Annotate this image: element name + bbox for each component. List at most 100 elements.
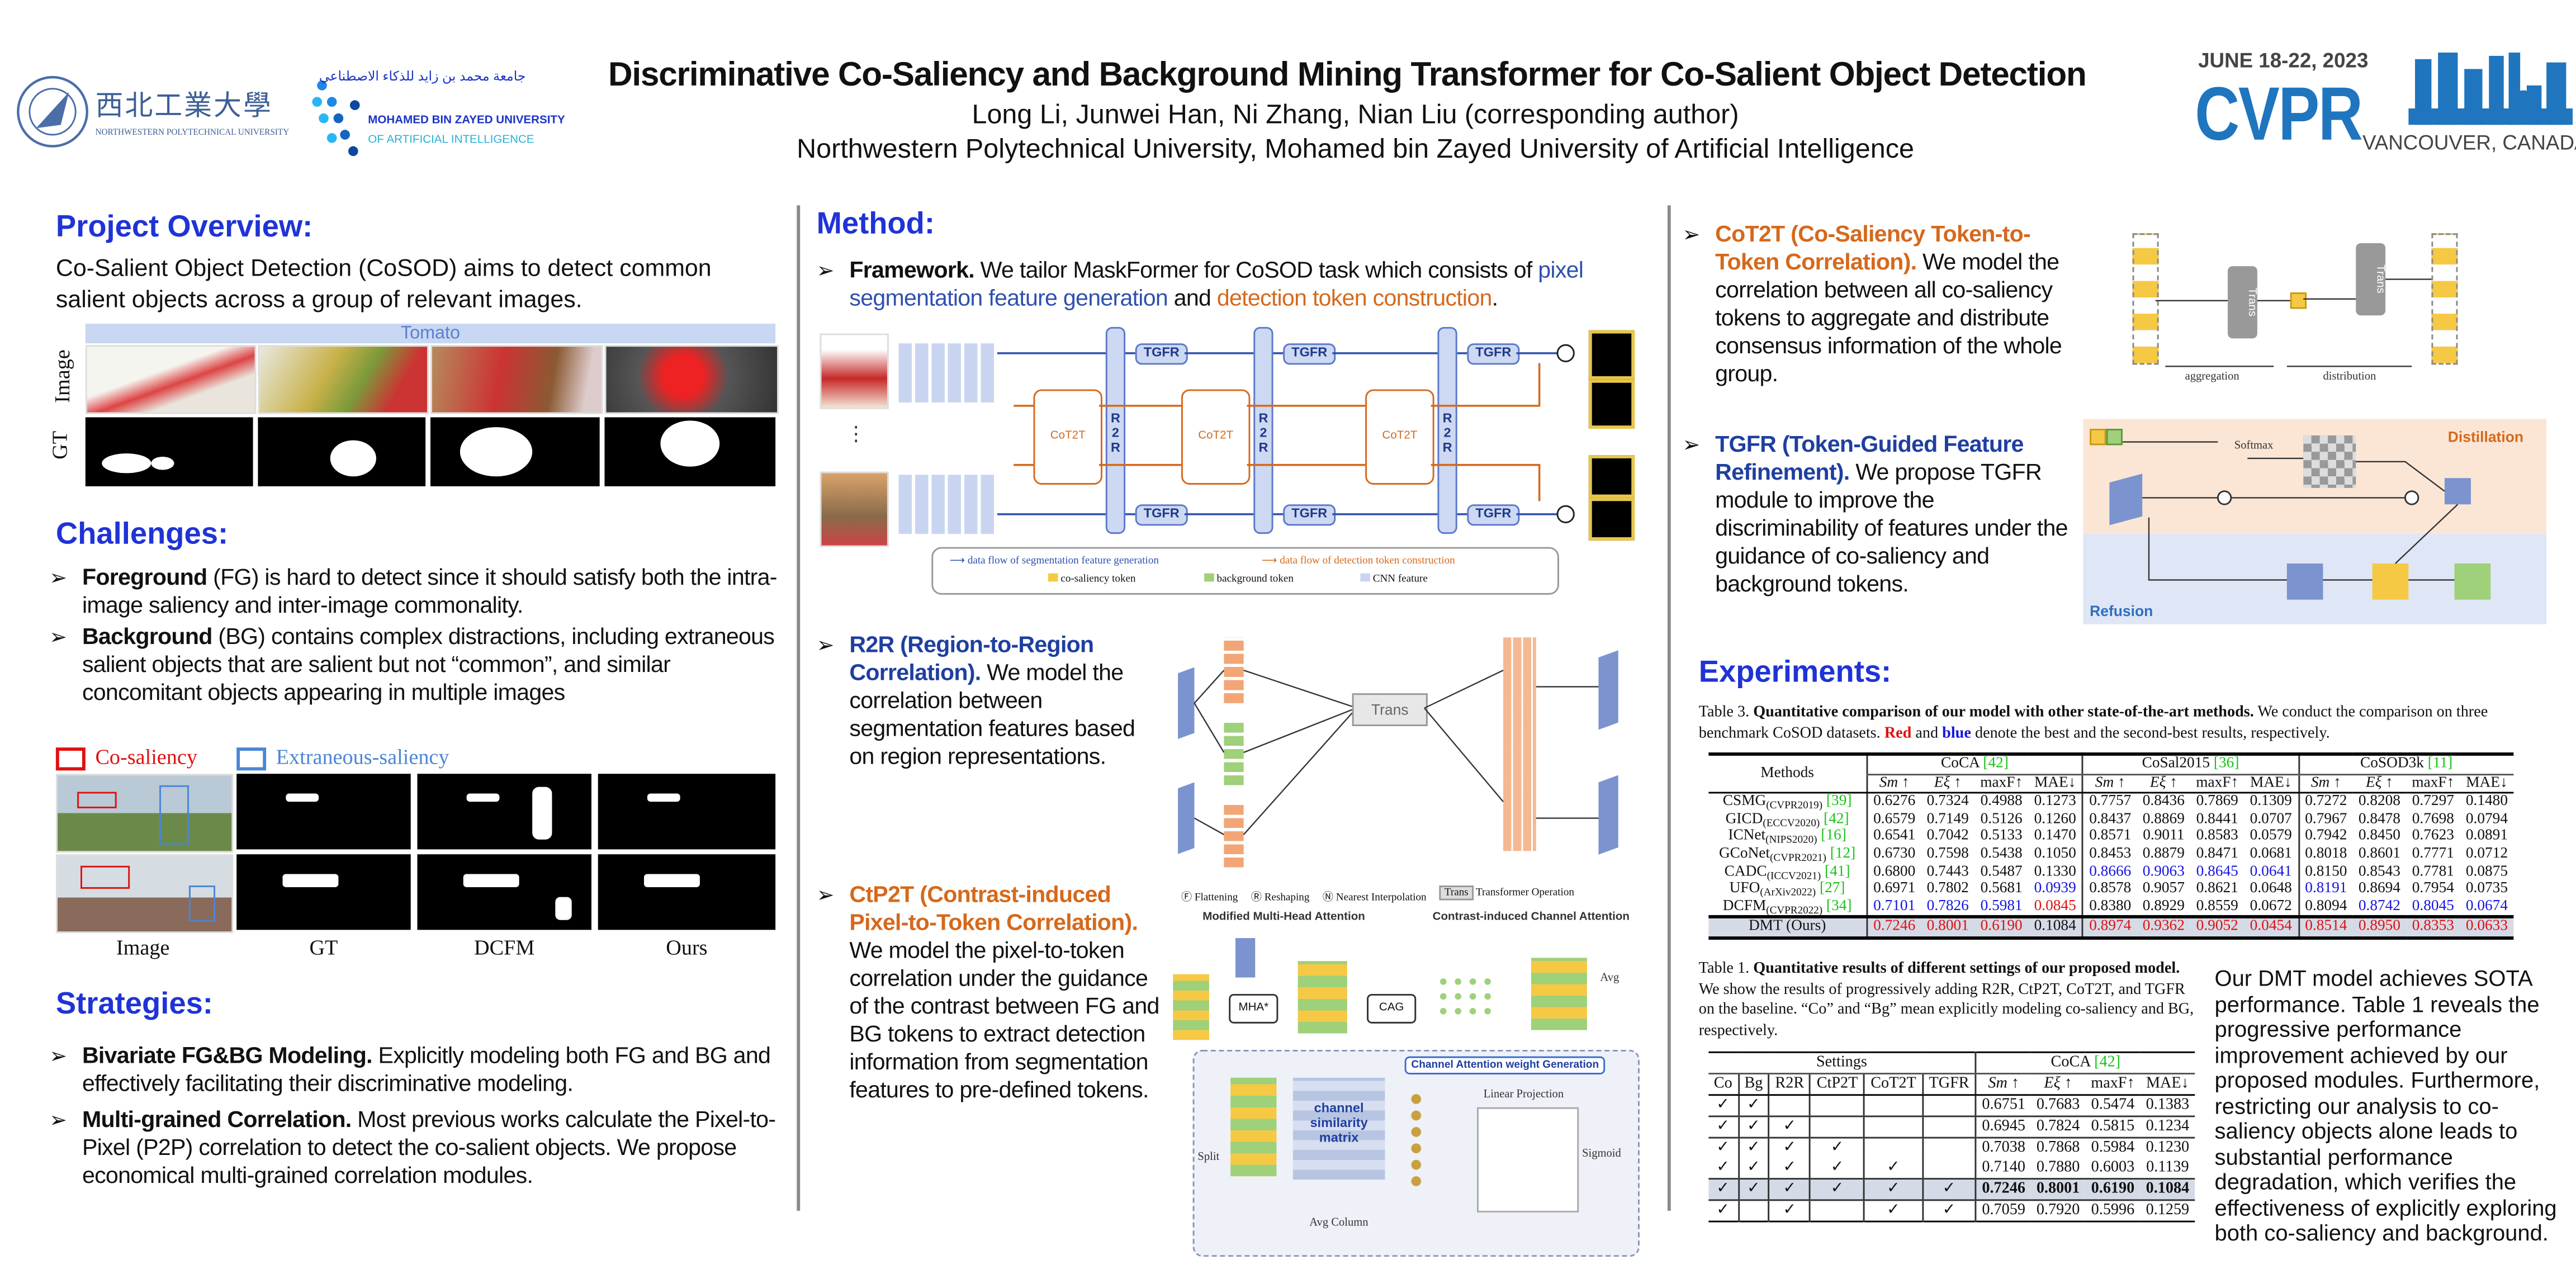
npu-chinese-name: 西北工業大學 bbox=[95, 90, 273, 124]
check-cell: ✓ bbox=[1863, 1178, 1923, 1200]
output-mask-2 bbox=[1588, 379, 1635, 429]
metric-cell: 0.6579 bbox=[1865, 811, 1921, 829]
strategy-item-multigrained: Multi-grained Correlation. Most previous… bbox=[49, 1106, 788, 1190]
challenge-bg-term: Background bbox=[82, 622, 212, 649]
metric-cell: 0.0845 bbox=[2034, 898, 2076, 915]
mbzuai-arabic-name: جامعة محمد بن زايد للذكاء الاصطناعي bbox=[319, 69, 526, 84]
strategies-list: Bivariate FG&BG Modeling. Explicitly mod… bbox=[49, 1041, 788, 1192]
setting-col-header: CtP2T bbox=[1809, 1073, 1864, 1096]
cca-title: Contrast-induced Channel Attention bbox=[1432, 912, 1630, 924]
metric-header: Sm ↑ bbox=[2082, 774, 2137, 794]
check-cell: ✓ bbox=[1716, 1117, 1730, 1135]
mha-box: MHA* bbox=[1229, 993, 1278, 1024]
metric-header: Sm ↑ bbox=[2298, 774, 2353, 794]
ctp2t-diagram: Modified Multi-Head Attention Contrast-i… bbox=[1169, 912, 1646, 1260]
cvpr-wordmark: CVPR bbox=[2195, 70, 2363, 157]
challenge-item-fg: Foreground (FG) is hard to detect since … bbox=[49, 564, 788, 619]
linear-projection-box bbox=[1476, 1107, 1579, 1213]
cot2t-text: We model the correlation between all co-… bbox=[1715, 248, 2062, 386]
metric-cell: 0.5984 bbox=[2091, 1138, 2135, 1157]
metric-cell: 0.7623 bbox=[2412, 828, 2454, 845]
metric-cell: 0.0875 bbox=[2465, 863, 2508, 880]
metric-header: MAE↓ bbox=[2140, 1073, 2195, 1096]
input-image-1 bbox=[820, 333, 889, 409]
check-cell bbox=[1863, 1116, 1923, 1138]
cawg-title: Channel Attention weight Generation bbox=[1404, 1056, 1606, 1074]
metric-cell: 0.7771 bbox=[2412, 846, 2454, 863]
experiments-heading: Experiments: bbox=[1698, 654, 1892, 689]
metric-cell: 0.8974 bbox=[2082, 917, 2137, 938]
settings-header: Settings bbox=[1708, 1052, 1976, 1074]
r2r-trans-box: Trans bbox=[1352, 693, 1428, 726]
cot2t-trans-2: Trans bbox=[2356, 243, 2386, 316]
framework-text: We tailor MaskFormer for CoSOD task whic… bbox=[974, 256, 1538, 283]
strategies-heading: Strategies: bbox=[55, 986, 213, 1020]
dataset-header: CoCA [42] bbox=[1865, 754, 2083, 775]
metric-cell: 0.7443 bbox=[1926, 863, 1969, 880]
framework-description: Framework. We tailor MaskFormer for CoSO… bbox=[817, 256, 1646, 315]
table1-caption: Table 1. Quantitative results of differe… bbox=[1698, 959, 2194, 1039]
metric-cell: 0.8191 bbox=[2298, 880, 2353, 898]
group-label: Tomato bbox=[400, 323, 460, 344]
metric-cell: 0.7038 bbox=[1974, 1138, 2031, 1158]
metric-cell: 0.6751 bbox=[1974, 1095, 2031, 1116]
metric-cell: 0.9057 bbox=[2142, 880, 2185, 898]
metric-cell: 0.6800 bbox=[1865, 863, 1921, 881]
cvpr-logo: JUNE 18-22, 2023 CVPR VANCOUVER, CANADA bbox=[2185, 46, 2576, 164]
distillation-label: Distillation bbox=[2447, 429, 2524, 446]
row-label-gt: GT bbox=[47, 430, 72, 460]
column-divider-2 bbox=[1667, 205, 1671, 1211]
r2r-region-tokens-3 bbox=[1224, 802, 1244, 868]
challenge-fg-text: (FG) is hard to detect since it should s… bbox=[82, 564, 778, 618]
tgfr-block: TGFR bbox=[1135, 343, 1188, 365]
metric-cell: 0.1230 bbox=[2146, 1138, 2190, 1157]
metric-header: Eξ ↑ bbox=[1921, 774, 1975, 794]
tgfr-block: TGFR bbox=[1467, 343, 1520, 365]
check-cell bbox=[1921, 1158, 1976, 1179]
metric-cell: 0.8045 bbox=[2412, 898, 2454, 915]
check-cell: ✓ bbox=[1716, 1096, 1730, 1114]
metric-header: MAE↓ bbox=[2460, 774, 2514, 794]
tgfr-block: TGFR bbox=[1135, 504, 1188, 526]
check-cell: ✓ bbox=[1737, 1116, 1769, 1138]
drone-ours-2 bbox=[598, 854, 776, 930]
metric-cell: 0.8514 bbox=[2298, 917, 2353, 938]
metric-cell: 0.8571 bbox=[2082, 828, 2137, 846]
cot2t-block: CoT2T bbox=[1181, 389, 1251, 485]
extraneous-saliency-swatch bbox=[236, 747, 267, 771]
check-cell: ✓ bbox=[1768, 1200, 1811, 1221]
metric-header: MAE↓ bbox=[2244, 774, 2299, 794]
project-overview-heading: Project Overview: bbox=[55, 209, 313, 243]
table3-caption: Table 3. Quantitative comparison of our … bbox=[1698, 703, 2488, 742]
metric-cell: 0.5126 bbox=[1980, 811, 2023, 828]
col-label-gt: GT bbox=[309, 935, 338, 960]
metric-cell: 0.7246 bbox=[1865, 917, 1921, 938]
r2r-description: R2R (Region-to-Region Correlation). We m… bbox=[817, 631, 1165, 774]
metric-cell: 0.7869 bbox=[2196, 793, 2238, 811]
col-label-image: Image bbox=[116, 935, 170, 960]
check-cell: ✓ bbox=[1737, 1178, 1769, 1200]
metric-cell: 0.8436 bbox=[2142, 793, 2185, 811]
check-cell: ✓ bbox=[1863, 1200, 1923, 1221]
metric-cell: 0.1470 bbox=[2034, 828, 2076, 845]
metric-cell: 0.8950 bbox=[2358, 918, 2400, 936]
method-name: DMT (Ours) bbox=[1748, 918, 1826, 936]
token-stack bbox=[1173, 974, 1209, 1040]
npu-seal-icon bbox=[17, 75, 88, 148]
setting-col-header: R2R bbox=[1768, 1073, 1811, 1096]
metric-cell: 0.5487 bbox=[1980, 863, 2023, 880]
strategy-multigrained-text: Most previous works calculate the Pixel-… bbox=[82, 1105, 776, 1188]
ctp2t-text: We model the pixel-to-token correlation … bbox=[849, 936, 1159, 1102]
check-cell: ✓ bbox=[1716, 1201, 1730, 1219]
metric-cell: 0.0672 bbox=[2250, 898, 2292, 915]
metric-cell: 0.8208 bbox=[2358, 793, 2400, 811]
check-cell: ✓ bbox=[1921, 1178, 1976, 1200]
challenge-bg-text: (BG) contains complex distractions, incl… bbox=[82, 622, 775, 705]
metric-cell: 0.6730 bbox=[1865, 846, 1921, 864]
dataset-header: CoSOD3k [11] bbox=[2298, 754, 2514, 775]
